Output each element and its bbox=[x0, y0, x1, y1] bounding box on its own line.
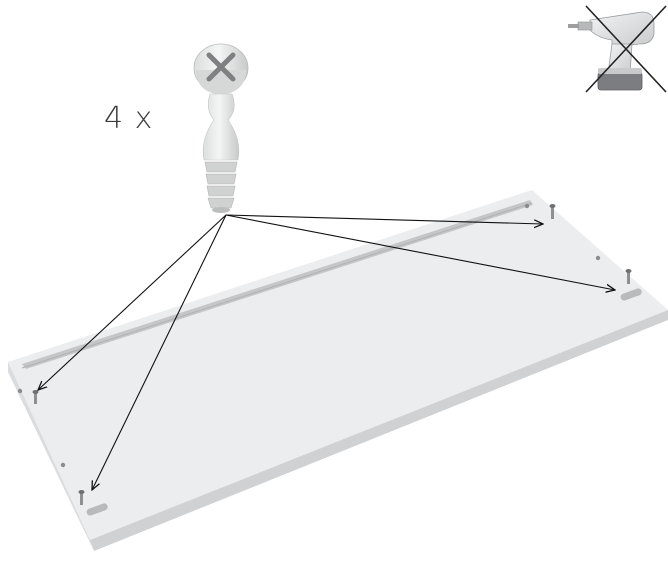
panel-hole bbox=[524, 203, 530, 209]
arrow-to-back-left-hole bbox=[38, 214, 227, 390]
arrow-to-back-right-hole bbox=[225, 214, 543, 224]
shelf-panel bbox=[8, 190, 668, 551]
arrow-to-front-left-hole bbox=[92, 214, 227, 490]
installed-dowel bbox=[549, 204, 556, 219]
installed-dowel bbox=[78, 490, 85, 505]
panel-hole bbox=[595, 255, 601, 261]
no-power-drill-icon bbox=[568, 5, 667, 93]
arrow-to-front-right-hole bbox=[225, 214, 615, 290]
panel-hole bbox=[17, 388, 23, 394]
panel-hole bbox=[60, 462, 66, 468]
placement-arrows bbox=[38, 214, 615, 490]
quantity-label: 4 x bbox=[104, 101, 154, 136]
installed-dowel bbox=[625, 269, 632, 284]
cam-lock-dowel-icon bbox=[193, 43, 249, 213]
panel-slot bbox=[86, 503, 108, 516]
panel-slot bbox=[620, 288, 642, 301]
